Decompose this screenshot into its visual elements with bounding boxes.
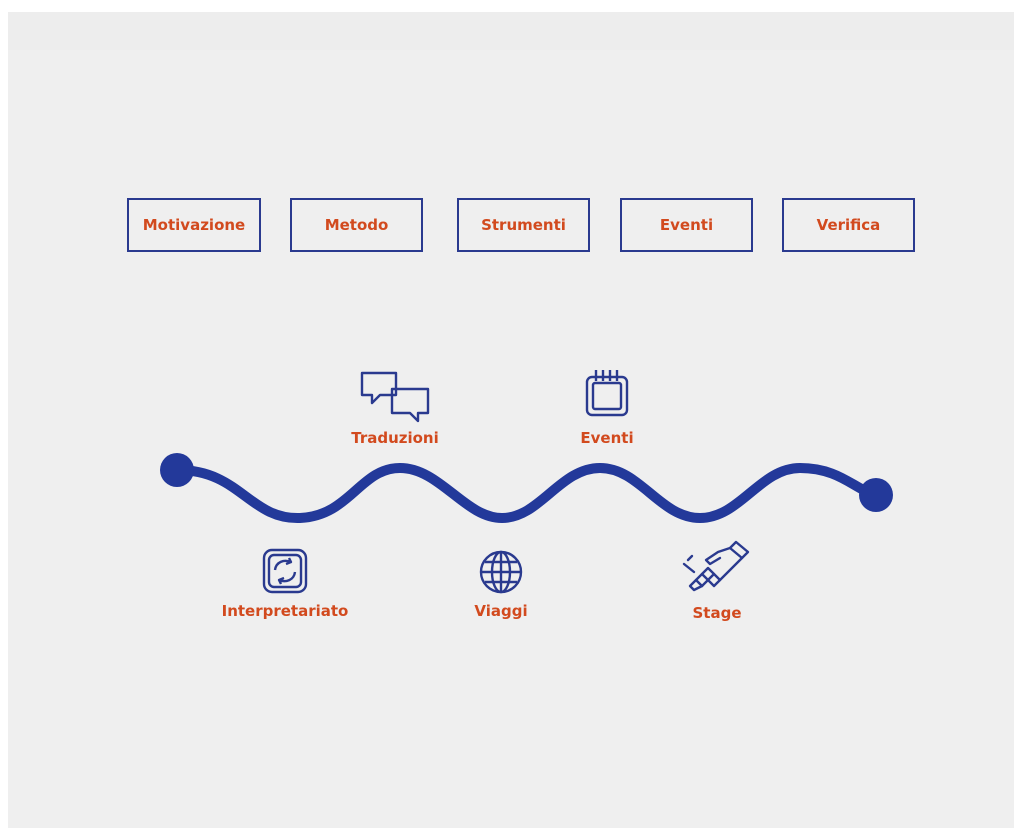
label-interpretariato: Interpretariato [221, 602, 349, 620]
content-panel [8, 12, 1014, 828]
timeline-end-dot [859, 478, 893, 512]
nav-box-metodo[interactable]: Metodo [290, 198, 423, 252]
globe-icon [479, 550, 523, 594]
nav-box-motivazione[interactable]: Motivazione [127, 198, 261, 252]
top-band [8, 12, 1014, 50]
timeline-start-dot [160, 453, 194, 487]
nav-box-verifica[interactable]: Verifica [782, 198, 915, 252]
speech-bubbles-icon [360, 371, 430, 423]
nav-box-eventi[interactable]: Eventi [620, 198, 753, 252]
calendar-icon [585, 370, 629, 417]
handshake-icon [682, 540, 750, 592]
label-stage: Stage [692, 604, 742, 622]
interpreting-arrows-icon [262, 548, 308, 594]
label-viaggi: Viaggi [474, 602, 528, 620]
timeline-path [173, 462, 881, 524]
nav-box-strumenti[interactable]: Strumenti [457, 198, 590, 252]
label-traduzioni: Traduzioni [351, 429, 439, 447]
label-eventi: Eventi [580, 429, 634, 447]
